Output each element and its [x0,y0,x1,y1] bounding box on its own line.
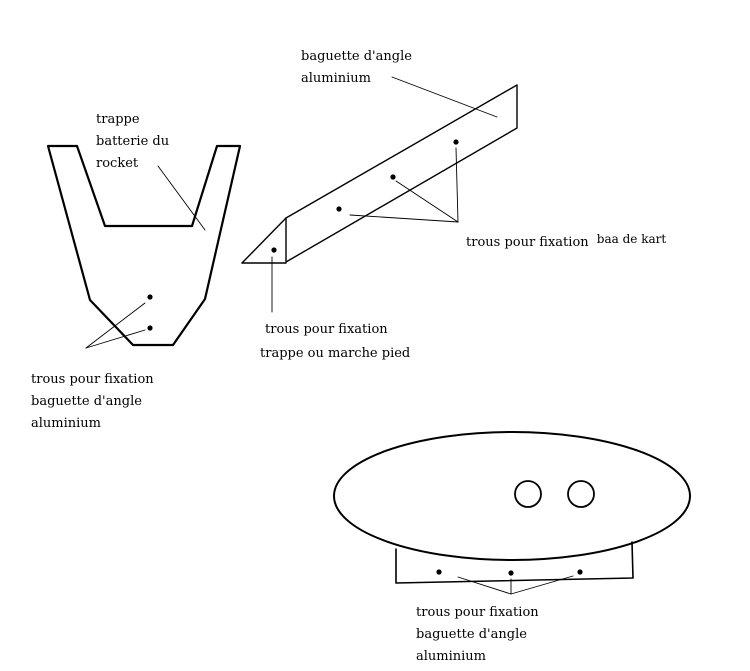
angle-hole-2 [390,174,396,180]
angle-hole-1 [336,206,342,212]
label-line: trous pour fixation [31,372,154,387]
battery-trapdoor-plate [46,144,242,347]
plate-hole-lower [147,325,153,331]
aluminium-angle-bar [241,84,518,264]
label-line: trappe [96,112,140,127]
oval-step-plate [333,431,691,561]
leader-angle-label [391,76,498,118]
angle-hole-3 [453,139,459,145]
bracket-hole-3 [577,569,583,575]
label-angle-bar: baguette d'angle aluminium [301,46,412,90]
oval-cutout-left [514,480,542,508]
oval-bracket-bar [395,541,634,584]
label-trapdoor: trappe batterie du rocket [96,109,169,175]
label-line: batterie du [96,134,170,149]
label-line: trous pour fixation [466,235,589,250]
leader-lines [85,76,574,595]
label-holes-kart: trous pour fixation baa de kart [466,231,666,254]
label-line: trous pour fixation [416,605,539,620]
bracket-hole-2 [508,570,514,576]
bracket-hole-1 [436,569,442,575]
angle-hole-flange [271,247,277,253]
label-line: trappe ou marche pied [260,346,411,361]
label-line: baguette d'angle [31,394,142,409]
label-holes-bottom: trous pour fixation baguette d'angle alu… [416,602,539,668]
leader-trap-label [157,165,206,231]
label-line: aluminium [31,416,101,431]
label-holes-trapdoor: trous pour fixation trappe ou marche pie… [260,318,410,366]
plate-hole-upper [147,294,153,300]
label-line: rocket [96,156,139,171]
label-line: aluminium [416,649,486,664]
label-line: baguette d'angle [301,49,412,64]
label-line: aluminium [301,71,371,86]
label-holes-left: trous pour fixation baguette d'angle alu… [31,369,154,435]
label-line: trous pour fixation [265,322,388,337]
label-line: baa de kart [596,232,667,246]
label-line: baguette d'angle [416,627,527,642]
oval-cutout-right [567,480,595,508]
